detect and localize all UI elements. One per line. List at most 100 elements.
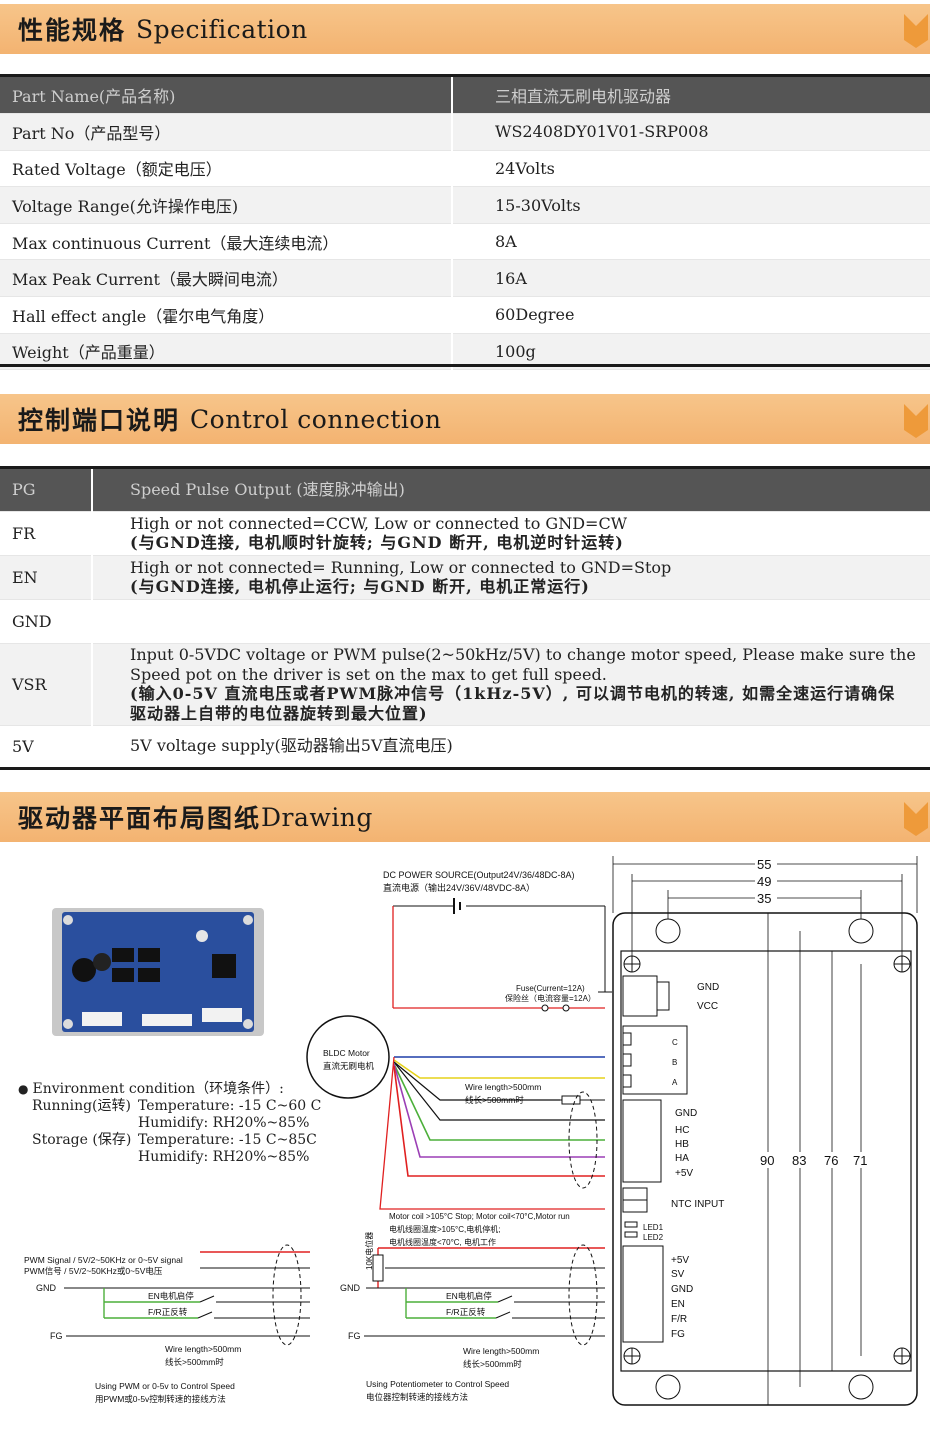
wire-green [393, 1063, 605, 1141]
wire-red [393, 1065, 605, 1177]
control-top-rule [0, 466, 930, 469]
wire-length-en: Wire length>500mm [465, 1082, 541, 1092]
pwm-wire-length-zh: 线长>500mm时 [165, 1357, 224, 1367]
control-desc-line: High or not connected=CCW, Low or connec… [130, 513, 628, 533]
fuse-en: Fuse(Current=12A) [516, 984, 585, 993]
dim-side-90: 90 [760, 1153, 774, 1168]
drawing-title-en: Drawing [261, 802, 373, 832]
dim-side-71: 71 [853, 1153, 867, 1168]
battery-icon [393, 898, 606, 992]
environment-block: ● Environment condition（环境条件）: Running(运… [18, 1081, 321, 1166]
pwm-gnd-label: GND [36, 1283, 57, 1293]
pot-fg-label: FG [348, 1331, 361, 1341]
pin-hall-hc: HC [675, 1125, 689, 1136]
control-pin-5v: 5V [0, 725, 92, 768]
control-desc-line: Input 0-5VDC voltage or PWM pulse(2~50kH… [130, 645, 916, 664]
chevron-corner-icon [904, 14, 928, 48]
led-icon [624, 1221, 638, 1238]
storage-label: Storage (保存) [32, 1132, 132, 1148]
motor-zh: 直流无刷电机 [323, 1061, 375, 1071]
spec-row-value: 15-30Volts [451, 186, 930, 224]
control-row-vsr: VSR Input 0-5VDC voltage or PWM pulse(2~… [0, 643, 930, 726]
pin-hall-gnd: GND [675, 1108, 697, 1119]
control-desc-gnd [91, 599, 930, 644]
control-desc-fr: High or not connected=CCW, Low or connec… [91, 511, 930, 556]
pwm-caption-en: Using PWM or 0-5v to Control Speed [95, 1381, 235, 1391]
dim-side-76: 76 [824, 1153, 838, 1168]
power-connector [622, 975, 670, 1017]
board-outline [612, 912, 918, 1406]
spec-top-rule [0, 74, 930, 77]
control-desc-vsr: Input 0-5VDC voltage or PWM pulse(2~50kH… [91, 643, 930, 726]
running-label: Running(运转) [32, 1098, 131, 1114]
pin-ctrl-fr: F/R [671, 1314, 687, 1325]
spec-row-value: WS2408DY01V01-SRP008 [451, 113, 930, 151]
environment-heading-row: ● Environment condition（环境条件）: [18, 1081, 321, 1098]
pwm-fr-label: F/R正反转 [148, 1307, 188, 1317]
spec-row-label: Part No（产品型号） [0, 113, 452, 151]
running-humidity: Humidify: RH20%~85% [138, 1115, 310, 1131]
pin-ctrl-fg: FG [671, 1329, 685, 1340]
spec-row-value: 8A [451, 223, 930, 261]
control-section-bar: 控制端口说明 Control connection [0, 394, 930, 444]
control-pin-vsr: VSR [0, 643, 92, 726]
coil-en: Motor coil >105°C Stop; Motor coil<70°C,… [389, 1212, 570, 1221]
ntc-connector [622, 1187, 648, 1213]
spec-row: Rated Voltage（额定电压） 24Volts [0, 150, 930, 188]
potentiometer-icon [372, 1254, 384, 1282]
switch-icon [199, 1295, 215, 1303]
dc-source-zh: 直流电源（输出24V/36V/48VDC-8A） [383, 882, 535, 893]
pin-hall-5v: +5V [675, 1168, 693, 1179]
control-desc-line-zh: (与GND连接, 电机停止运行; 与GND 断开, 电机正常运行) [130, 577, 590, 596]
storage-temp: Temperature: -15 C~85C [138, 1132, 317, 1148]
pin-ctrl-gnd: GND [671, 1284, 693, 1295]
pin-hall-ha: HA [675, 1153, 689, 1164]
control-row-5v: 5V 5V voltage supply(驱动器输出5V直流电压) [0, 725, 930, 768]
pot-label: 10K电位器 [364, 1232, 374, 1270]
control-pin-en: EN [0, 555, 92, 600]
dim-side-83: 83 [792, 1153, 806, 1168]
control-desc-en: High or not connected= Running, Low or c… [91, 555, 930, 600]
spec-row: Voltage Range(允许操作电压) 15-30Volts [0, 186, 930, 224]
control-desc-line-zh: 驱动器上自带的电位器旋转到最大位置) [130, 703, 428, 723]
pot-gnd-label: GND [340, 1283, 361, 1293]
pot-en-label: EN电机启停 [446, 1291, 492, 1301]
chevron-corner-icon [904, 802, 928, 836]
spec-section-bar: 性能规格 Specification [0, 4, 930, 54]
spec-row-label: Max continuous Current（最大连续电流） [0, 223, 452, 261]
spec-row-label: Voltage Range(允许操作电压) [0, 186, 452, 224]
wire-yellow [393, 1059, 605, 1079]
storage-humidity: Humidify: RH20%~85% [138, 1149, 310, 1165]
control-header-pin: PG [0, 469, 92, 512]
drawing-section-bar: 驱动器平面布局图纸 Drawing [0, 792, 930, 842]
pot-wire-length-en: Wire length>500mm [463, 1346, 539, 1356]
control-pin-gnd: GND [0, 599, 92, 644]
spec-row-value: 60Degree [451, 296, 930, 334]
pwm-en-label: EN电机启停 [148, 1291, 194, 1301]
running-temp: Temperature: -15 C~60 C [138, 1098, 322, 1114]
control-title-en: Control connection [190, 404, 442, 434]
spec-header-name: Part Name(产品名称) [0, 77, 452, 115]
spec-row-label: Max Peak Current（最大瞬间电流） [0, 259, 452, 298]
top-dimension-lines [612, 856, 918, 956]
pot-wire-length-zh: 线长>500mm时 [463, 1359, 522, 1369]
coil-zh-2: 电机线圈温度<70°C, 电机工作 [389, 1237, 496, 1247]
coil-zh-1: 电机线圈温度>105°C,电机停机; [389, 1224, 500, 1234]
pin-motor-a: A [672, 1078, 678, 1087]
control-header-desc: Speed Pulse Output (速度脉冲输出) [91, 469, 930, 512]
spec-row: Part No（产品型号） WS2408DY01V01-SRP008 [0, 113, 930, 151]
wire-red-ntc [379, 1056, 605, 1210]
pot-caption-en: Using Potentiometer to Control Speed [366, 1379, 509, 1389]
spec-header-value: 三相直流无刷电机驱动器 [451, 77, 930, 115]
spec-row: Hall effect angle（霍尔电气角度） 60Degree [0, 296, 930, 334]
pwm-fg-label: FG [50, 1331, 63, 1341]
environment-heading: Environment condition（环境条件）: [32, 1081, 284, 1097]
cable-bundle-icon [568, 1091, 598, 1189]
dc-source-en: DC POWER SOURCE(Output24V/36/48DC-8A) [383, 870, 575, 880]
fuse-icon [541, 1004, 570, 1012]
pwm-wire-length-en: Wire length>500mm [165, 1344, 241, 1354]
bullet-icon: ● [18, 1082, 29, 1096]
pcb-board-image [52, 908, 264, 1036]
spec-row-value: 24Volts [451, 150, 930, 188]
control-bottom-rule [0, 767, 930, 770]
